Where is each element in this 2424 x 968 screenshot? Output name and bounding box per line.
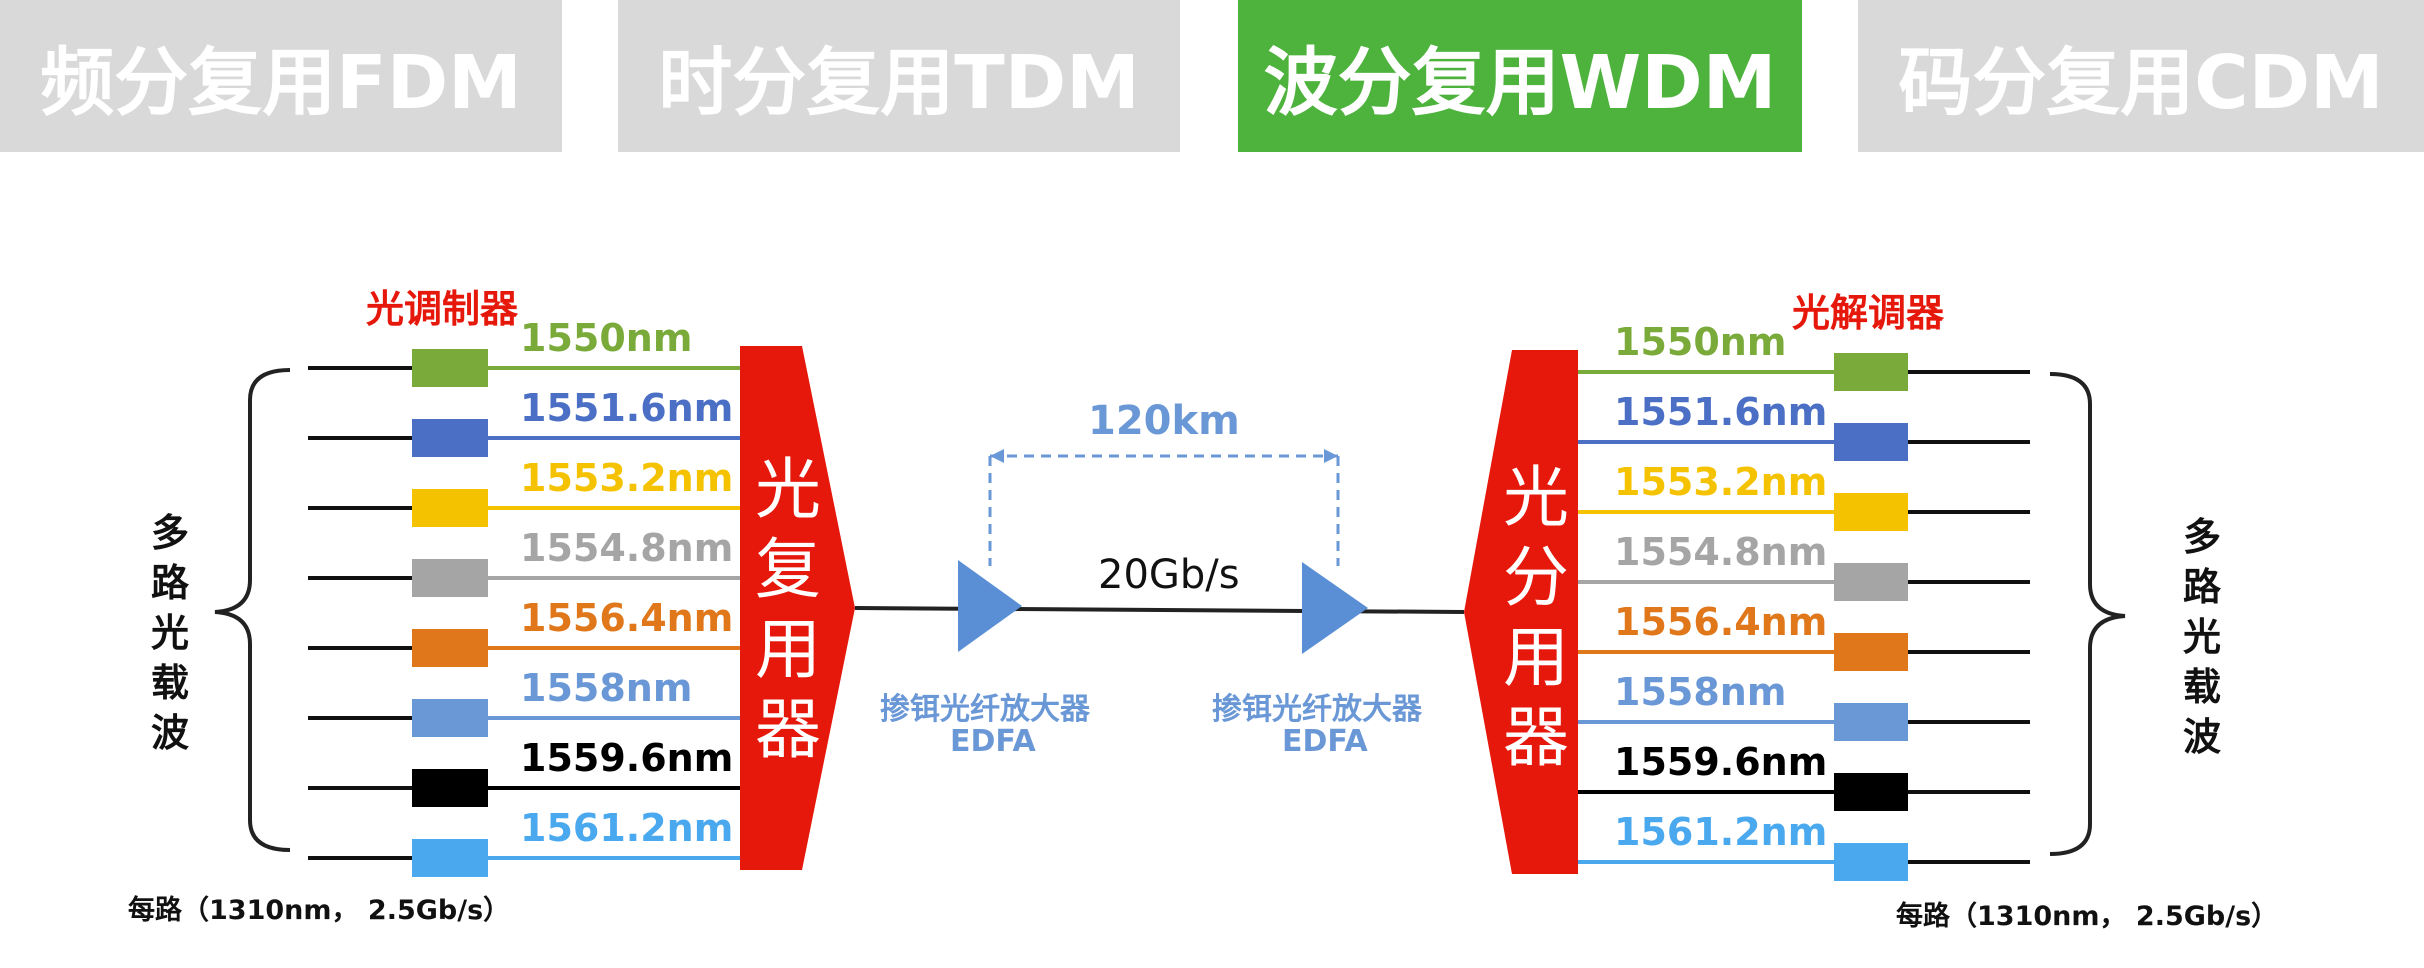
modulator-box: [412, 839, 488, 877]
left-wavelength-label: 1550nm: [520, 316, 693, 360]
edfa-2-triangle: [1302, 562, 1368, 654]
left-wavelength-label: 1553.2nm: [520, 456, 734, 500]
left-channel-lines: [308, 349, 740, 877]
left-side-label: 多路光载波: [150, 511, 189, 755]
left-wavelength-label: 1558nm: [520, 666, 693, 710]
modulator-box: [412, 489, 488, 527]
tab-cdm[interactable]: 码分复用CDM: [1858, 0, 2424, 152]
demodulator-box: [1834, 703, 1908, 741]
right-wavelength-label: 1553.2nm: [1614, 460, 1828, 504]
tab-fdm[interactable]: 频分复用FDM: [0, 0, 562, 152]
modulator-box: [412, 629, 488, 667]
modulator-box: [412, 419, 488, 457]
modulator-box: [412, 699, 488, 737]
right-channel-lines: [1578, 353, 2030, 881]
left-per-channel-note: 每路（1310nm， 2.5Gb/s）: [128, 895, 511, 926]
demodulator-label: 光解调器: [1792, 291, 1945, 335]
demodulator-box: [1834, 563, 1908, 601]
edfa-2-name: 掺铒光纤放大器: [1212, 692, 1422, 727]
right-brace: [2049, 372, 2126, 856]
right-wavelength-label: 1559.6nm: [1614, 740, 1828, 784]
left-wavelength-label: 1556.4nm: [520, 596, 734, 640]
modulator-box: [412, 769, 488, 807]
demodulator-box: [1834, 773, 1908, 811]
demultiplexer-shape: [1464, 350, 1578, 874]
demodulator-box: [1834, 493, 1908, 531]
right-per-channel-note: 每路（1310nm， 2.5Gb/s）: [1896, 901, 2279, 932]
edfa-1-triangle: [958, 560, 1022, 652]
left-wavelength-label: 1559.6nm: [520, 736, 734, 780]
edfa-2-code: EDFA: [1282, 724, 1368, 759]
left-wavelength-label: 1561.2nm: [520, 806, 734, 850]
tab-tdm[interactable]: 时分复用TDM: [618, 0, 1180, 152]
right-wavelength-label: 1554.8nm: [1614, 530, 1828, 574]
edfa-1-name: 掺铒光纤放大器: [880, 692, 1090, 727]
left-wavelength-label: 1554.8nm: [520, 526, 734, 570]
right-wavelength-label: 1556.4nm: [1614, 600, 1828, 644]
right-side-label: 多路光载波: [2182, 515, 2221, 759]
modulator-label: 光调制器: [366, 287, 519, 331]
left-brace: [214, 368, 291, 852]
tab-wdm[interactable]: 波分复用WDM: [1238, 0, 1802, 152]
demultiplexer-label: 光分用器: [1503, 459, 1569, 776]
edfa-1-code: EDFA: [950, 724, 1036, 759]
demodulator-box: [1834, 353, 1908, 391]
distance-label: 120km: [1088, 398, 1240, 444]
demodulator-box: [1834, 423, 1908, 461]
trunk-fiber: [854, 606, 1465, 614]
modulator-box: [412, 559, 488, 597]
right-wavelength-label: 1551.6nm: [1614, 390, 1828, 434]
modulator-box: [412, 349, 488, 387]
rate-label: 20Gb/s: [1098, 552, 1240, 598]
demodulator-box: [1834, 633, 1908, 671]
demodulator-box: [1834, 843, 1908, 881]
right-wavelength-label: 1561.2nm: [1614, 810, 1828, 854]
left-wavelength-label: 1551.6nm: [520, 386, 734, 430]
right-wavelength-label: 1558nm: [1614, 670, 1787, 714]
multiplexer-shape: [740, 346, 855, 870]
right-wavelength-label: 1550nm: [1614, 320, 1787, 364]
multiplexer-label: 光复用器: [755, 451, 821, 768]
